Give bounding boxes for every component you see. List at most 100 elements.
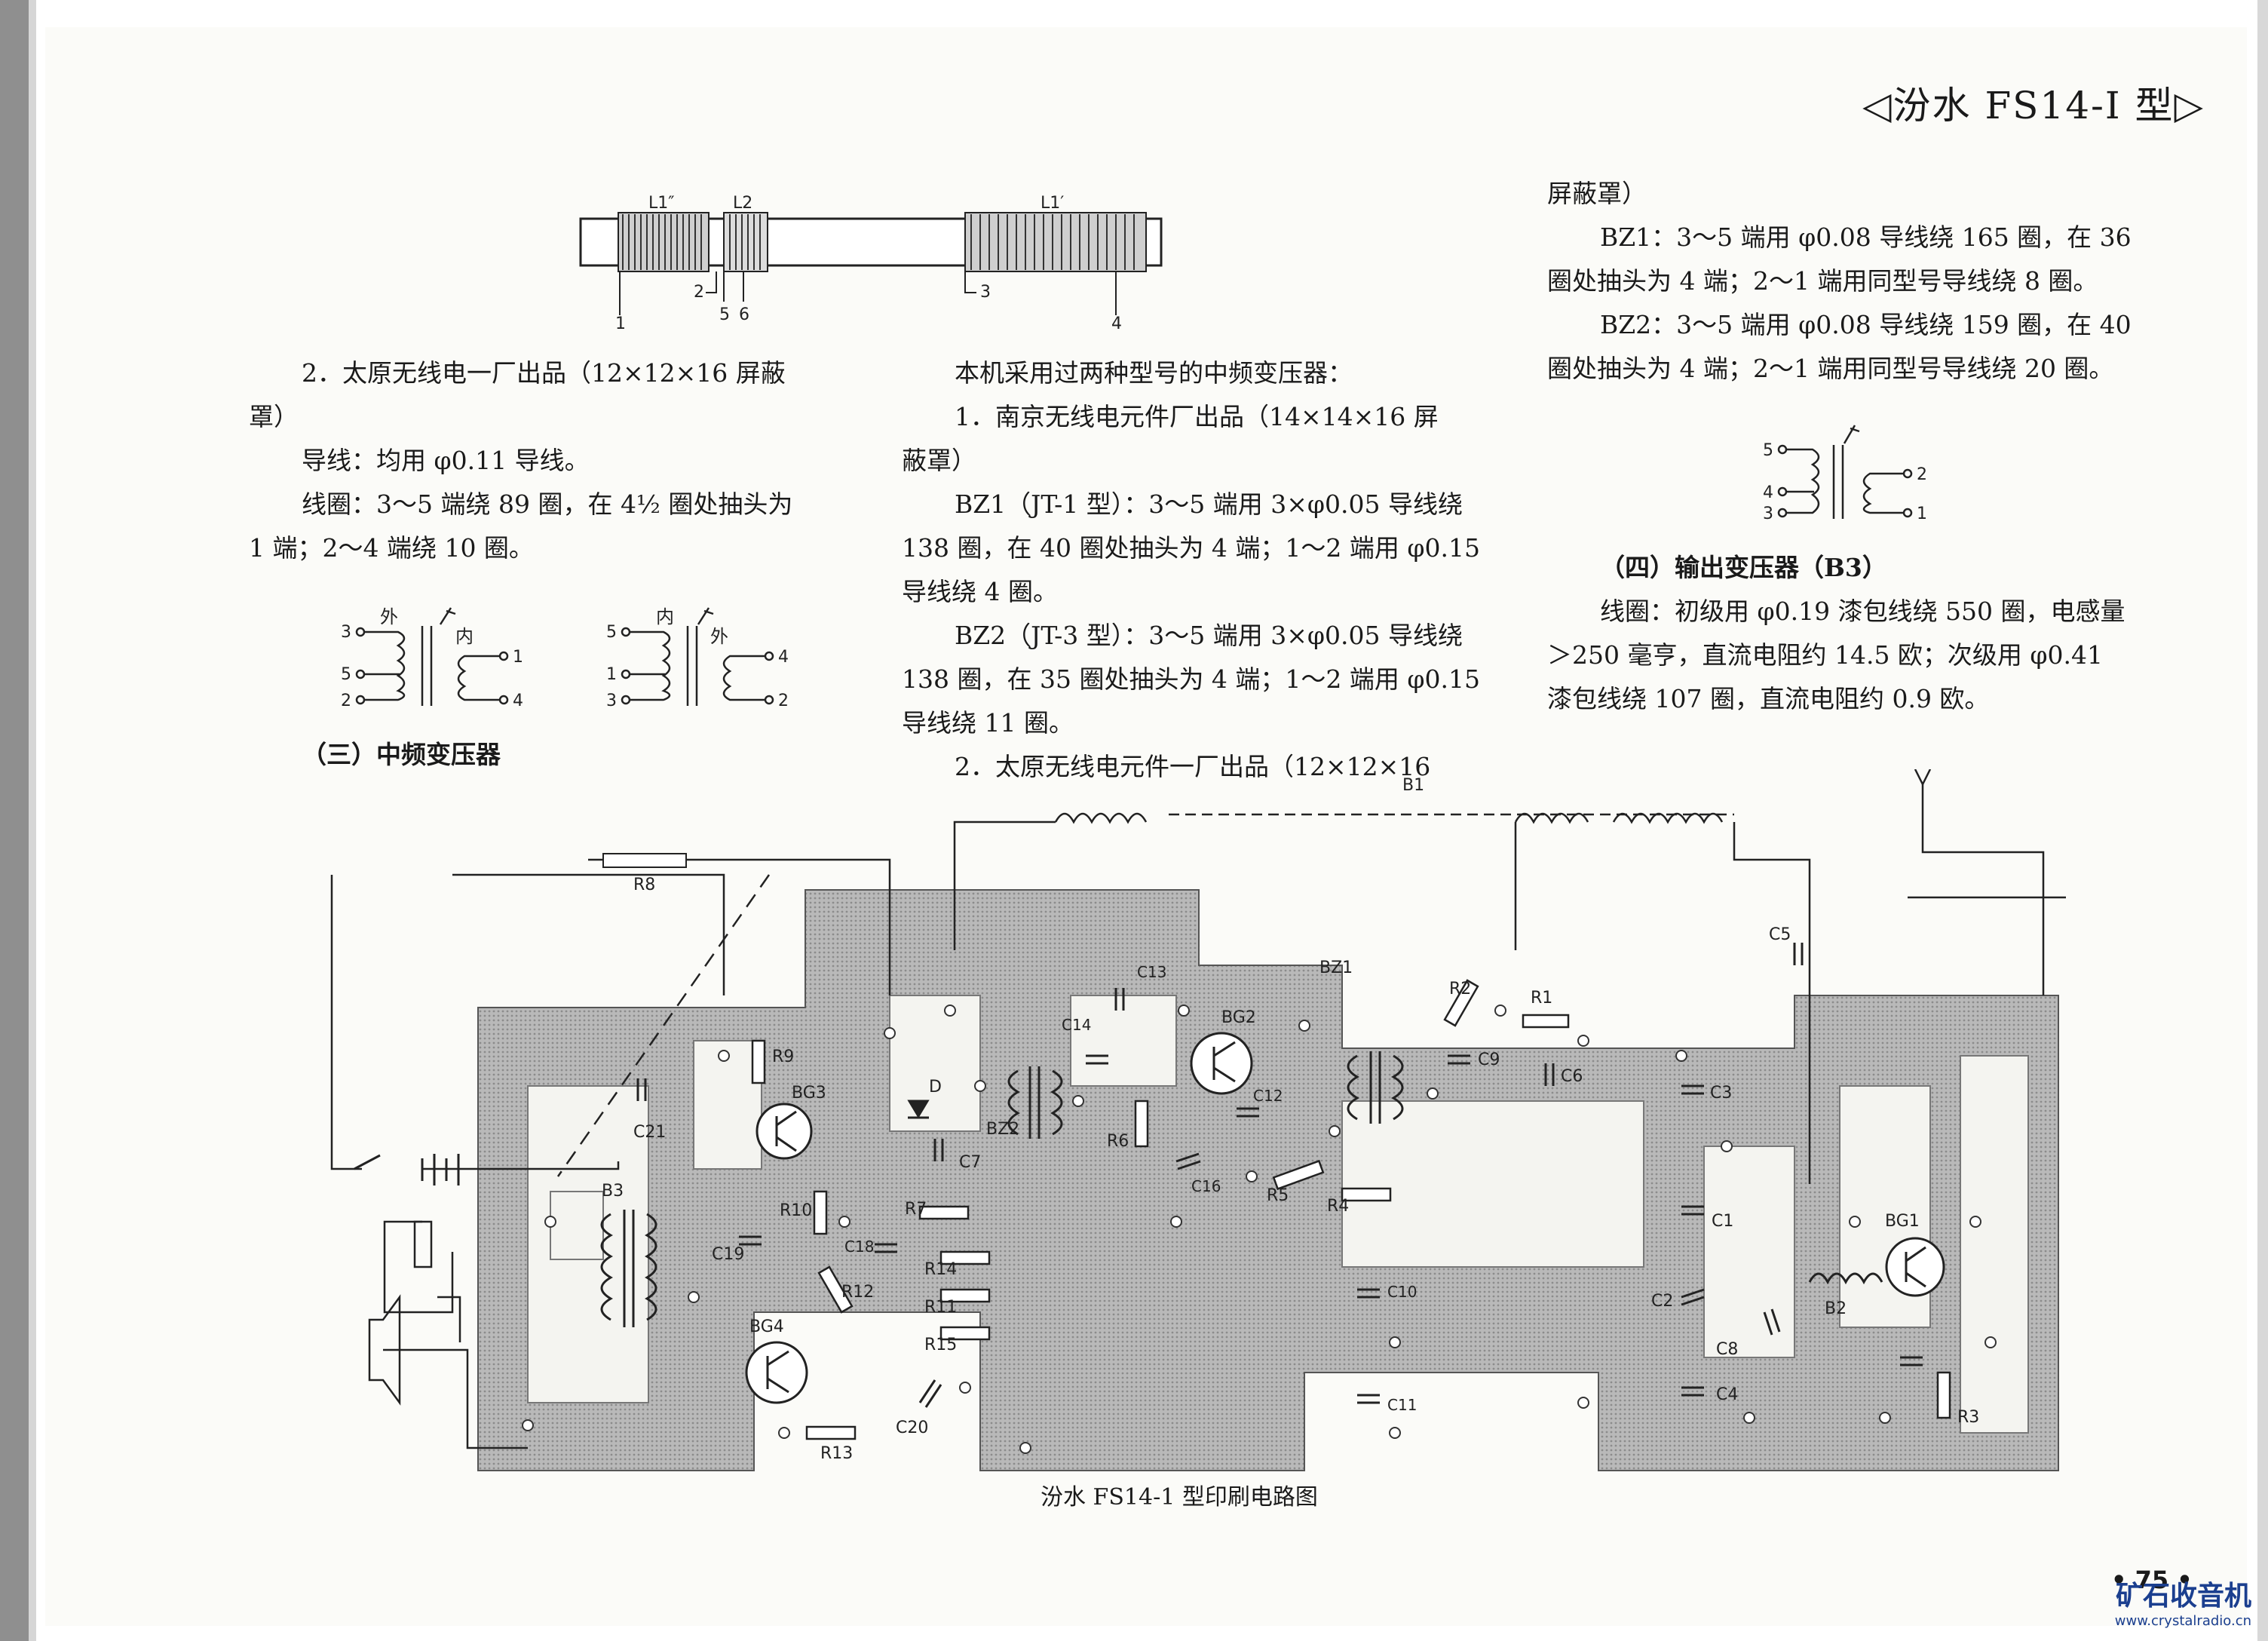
scan-edge-strip — [29, 0, 36, 1641]
label-R14: R14 — [924, 1260, 957, 1279]
label-C16: C16 — [1191, 1177, 1221, 1195]
right-b3-line2: ＞250 毫亨，直流电阻约 14.5 欧；次级用 φ0.41 — [1547, 640, 2104, 670]
label-R15: R15 — [924, 1336, 957, 1354]
label-BG3: BG3 — [792, 1084, 826, 1103]
pcb-board — [477, 889, 2059, 1471]
diagram-b-inner-label: 内 — [656, 606, 674, 627]
diagram-b-outer-label: 外 — [710, 626, 728, 647]
middle-bz2-line1: BZ2（JT-3 型）：3～5 端用 3×φ0.05 导线绕 — [955, 621, 1463, 650]
label-C8: C8 — [1716, 1340, 1738, 1359]
right-diagram-pin-1: 1 — [1917, 505, 1927, 523]
label-C2: C2 — [1651, 1292, 1673, 1311]
watermark-url: www.crystalradio.cn — [2114, 1613, 2251, 1629]
middle-bz2-line3: 导线绕 11 圈。 — [902, 708, 1074, 738]
section-4-heading: （四）输出变压器（B3） — [1600, 553, 1887, 582]
middle-item1-line1: 1．南京无线电元件厂出品（14×14×16 屏 — [955, 402, 1439, 431]
left-item2-line2: 罩） — [249, 402, 299, 431]
right-b3-line3: 漆包线绕 107 圈，直流电阻约 0.9 欧。 — [1547, 684, 1990, 713]
right-diagram-pin-2: 2 — [1917, 465, 1927, 484]
middle-bz2-line2: 138 圈，在 35 圈处抽头为 4 端；1～2 端用 φ0.15 — [902, 664, 1480, 694]
diagram-a-pin-5: 5 — [341, 665, 351, 684]
rod-terminal-6: 6 — [739, 305, 749, 324]
label-C3: C3 — [1710, 1084, 1732, 1103]
diagram-a-pin-4: 4 — [513, 692, 523, 710]
rod-terminal-5: 5 — [719, 305, 730, 324]
label-R9: R9 — [772, 1047, 794, 1066]
label-C9: C9 — [1478, 1051, 1500, 1069]
label-BG1: BG1 — [1885, 1212, 1920, 1231]
label-R4: R4 — [1327, 1197, 1349, 1216]
label-R8: R8 — [633, 876, 655, 894]
label-C10: C10 — [1387, 1283, 1417, 1301]
right-diagram-pin-5: 5 — [1763, 441, 1773, 460]
right-column-bottom: （四）输出变压器（B3） 线圈：初级用 φ0.19 漆包线绕 550 圈，电感量… — [1547, 546, 2150, 721]
label-R6: R6 — [1107, 1132, 1129, 1151]
if-transformer-diagram-right: 5 4 3 2 1 — [1763, 425, 1927, 523]
left-item2-line1: 2．太原无线电一厂出品（12×12×16 屏蔽 — [302, 358, 786, 388]
label-C13: C13 — [1137, 963, 1166, 981]
rod-terminal-2: 2 — [694, 283, 704, 302]
label-R3: R3 — [1957, 1408, 1979, 1427]
if-transformer-diagram-b: 内 外 5 1 3 4 2 — [606, 606, 789, 710]
ferrite-rod-diagram: L1″ L2 L1′ 1 2 5 6 3 4 — [579, 194, 1163, 332]
middle-intro: 本机采用过两种型号的中频变压器： — [955, 358, 1353, 388]
label-D: D — [929, 1078, 942, 1097]
right-bz1-line2: 圈处抽头为 4 端；2～1 端用同型号导线绕 8 圈。 — [1547, 266, 2098, 296]
page-header: ◁汾水 FS14-I 型▷ — [1862, 84, 2205, 127]
label-C20: C20 — [896, 1419, 928, 1437]
label-R1: R1 — [1531, 989, 1552, 1008]
label-BG4: BG4 — [749, 1317, 784, 1336]
diagram-a-pin-1: 1 — [513, 648, 523, 667]
right-bz1-line1: BZ1：3～5 端用 φ0.08 导线绕 165 圈，在 36 — [1600, 222, 2132, 252]
label-R7: R7 — [905, 1200, 927, 1219]
diagram-b-pin-5: 5 — [606, 623, 617, 642]
watermark-title: 矿石收音机 — [2115, 1581, 2251, 1612]
right-diagram-pin-4: 4 — [1763, 483, 1773, 502]
label-BZ2: BZ2 — [986, 1120, 1019, 1139]
middle-bz1-line1: BZ1（JT-1 型）：3～5 端用 3×φ0.05 导线绕 — [955, 489, 1463, 519]
right-column-top: 屏蔽罩） BZ1：3～5 端用 φ0.08 导线绕 165 圈，在 36 圈处抽… — [1547, 172, 2150, 391]
diagram-b-pin-4: 4 — [778, 648, 789, 667]
label-BG2: BG2 — [1221, 1008, 1256, 1027]
rod-terminal-1: 1 — [615, 314, 626, 332]
label-C21: C21 — [633, 1123, 666, 1142]
middle-column: 本机采用过两种型号的中频变压器： 1．南京无线电元件厂出品（14×14×16 屏… — [902, 351, 1490, 789]
label-C1: C1 — [1712, 1212, 1733, 1231]
label-R13: R13 — [820, 1444, 853, 1463]
label-R11: R11 — [924, 1298, 957, 1317]
diagram-a-pin-2: 2 — [341, 692, 351, 710]
label-C5: C5 — [1769, 925, 1791, 944]
label-C14: C14 — [1062, 1016, 1091, 1034]
label-C19: C19 — [712, 1245, 744, 1264]
left-wire-line: 导线：均用 φ0.11 导线。 — [302, 446, 590, 475]
label-C18: C18 — [844, 1238, 874, 1256]
label-R12: R12 — [841, 1283, 874, 1302]
page-number: • 75 • — [2111, 1566, 2193, 1594]
scan-edge-right — [2257, 0, 2268, 1641]
right-b3-line1: 线圈：初级用 φ0.19 漆包线绕 550 圈，电感量 — [1600, 597, 2125, 626]
board-caption: 汾水 FS14-1 型印刷电路图 — [1041, 1484, 1318, 1511]
label-C4: C4 — [1716, 1385, 1738, 1404]
pcb-diagram: B1 R8 R9 BG3 C21 D BZ2 C13 C14 BG2 BZ1 R… — [330, 769, 2066, 1471]
scan-edge-left — [0, 0, 29, 1641]
label-C12: C12 — [1253, 1087, 1283, 1105]
label-R2: R2 — [1449, 980, 1471, 998]
middle-item1-line2: 蔽罩） — [902, 446, 976, 475]
label-C11: C11 — [1387, 1396, 1417, 1414]
middle-bz1-line2: 138 圈，在 40 圈处抽头为 4 端；1～2 端用 φ0.15 — [902, 533, 1480, 563]
middle-item2-line1: 2．太原无线电元件一厂出品（12×12×16 — [955, 752, 1431, 781]
site-watermark: 矿石收音机 www.crystalradio.cn — [2115, 1574, 2251, 1629]
left-coil-line2: 1 端；2～4 端绕 10 圈。 — [249, 533, 534, 563]
middle-bz1-line3: 导线绕 4 圈。 — [902, 577, 1058, 606]
right-bz2-line2: 圈处抽头为 4 端；2～1 端用同型号导线绕 20 圈。 — [1547, 354, 2114, 383]
right-diagram-pin-3: 3 — [1763, 505, 1773, 523]
label-R5: R5 — [1267, 1186, 1289, 1205]
label-C6: C6 — [1561, 1067, 1583, 1086]
label-C7: C7 — [959, 1153, 981, 1172]
diagram-a-pin-3: 3 — [341, 623, 351, 642]
left-coil-line1: 线圈：3～5 端绕 89 圈，在 4½ 圈处抽头为 — [302, 489, 793, 519]
diagram-b-pin-1: 1 — [606, 665, 617, 684]
label-R10: R10 — [780, 1201, 812, 1220]
right-bz2-line1: BZ2：3～5 端用 φ0.08 导线绕 159 圈，在 40 — [1600, 310, 2132, 339]
rod-label-l1-left: L1″ — [648, 194, 674, 213]
